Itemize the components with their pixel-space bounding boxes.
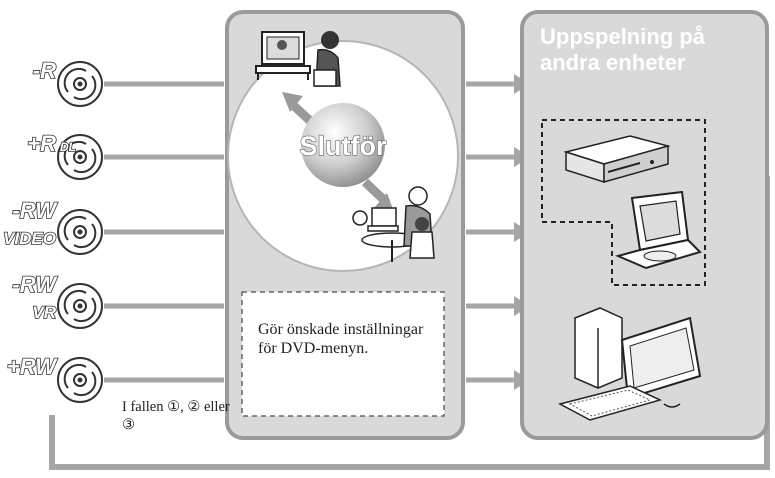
finalize-label: Slutför [300, 131, 387, 161]
disc-dvd-plus-r-dl: +R DL [26, 130, 103, 180]
laptop-family-icon [352, 186, 435, 262]
panel-title-line2: andra enheter [540, 50, 686, 75]
disc-icon [57, 209, 103, 255]
disc-dvd-r: -R [32, 57, 103, 107]
disc-icon [57, 134, 103, 180]
panel-title-line1: Uppspelning på [540, 24, 706, 49]
disc-sublabel-dvd-rw-video: VIDEO [3, 229, 56, 248]
disc-label-dvd-plus-rw: +RW [7, 354, 58, 379]
disc-dvd-rw-vr: -RW VR [12, 271, 103, 329]
disc-sublabel-dvd-plus-r-dl: DL [60, 140, 76, 154]
disc-sublabel-dvd-rw-vr: VR [32, 303, 56, 322]
case-note: I fallen ①, ② eller ③ [122, 399, 230, 433]
dvd-menu-note: Gör önskade inställningar för DVD-menyn. [258, 321, 424, 357]
disc-connectors [104, 81, 224, 383]
dvd-menu-note-box [241, 291, 445, 417]
disc-label-dvd-rw-vr: -RW [12, 272, 58, 297]
portable-dvd-player-icon [614, 190, 702, 270]
disc-dvd-plus-rw: +RW [6, 353, 103, 403]
tv-viewer-icon [255, 31, 341, 87]
finalize-sphere [301, 103, 385, 187]
dvd-player-icon [563, 135, 671, 184]
desktop-computer-icon [557, 307, 702, 421]
disc-icon [57, 283, 103, 329]
player-devices-group [541, 119, 706, 286]
disc-icon [57, 61, 103, 107]
disc-dvd-rw-video: -RW VIDEO [2, 197, 103, 255]
disc-label-dvd-plus-r-dl: +R [27, 131, 56, 156]
disc-column: -R +R DL -RW VIDEO -RW VR +RW [2, 57, 103, 403]
disc-label-dvd-rw-video: -RW [12, 198, 58, 223]
disc-icon [57, 357, 103, 403]
disc-label-dvd-r: -R [33, 58, 56, 83]
